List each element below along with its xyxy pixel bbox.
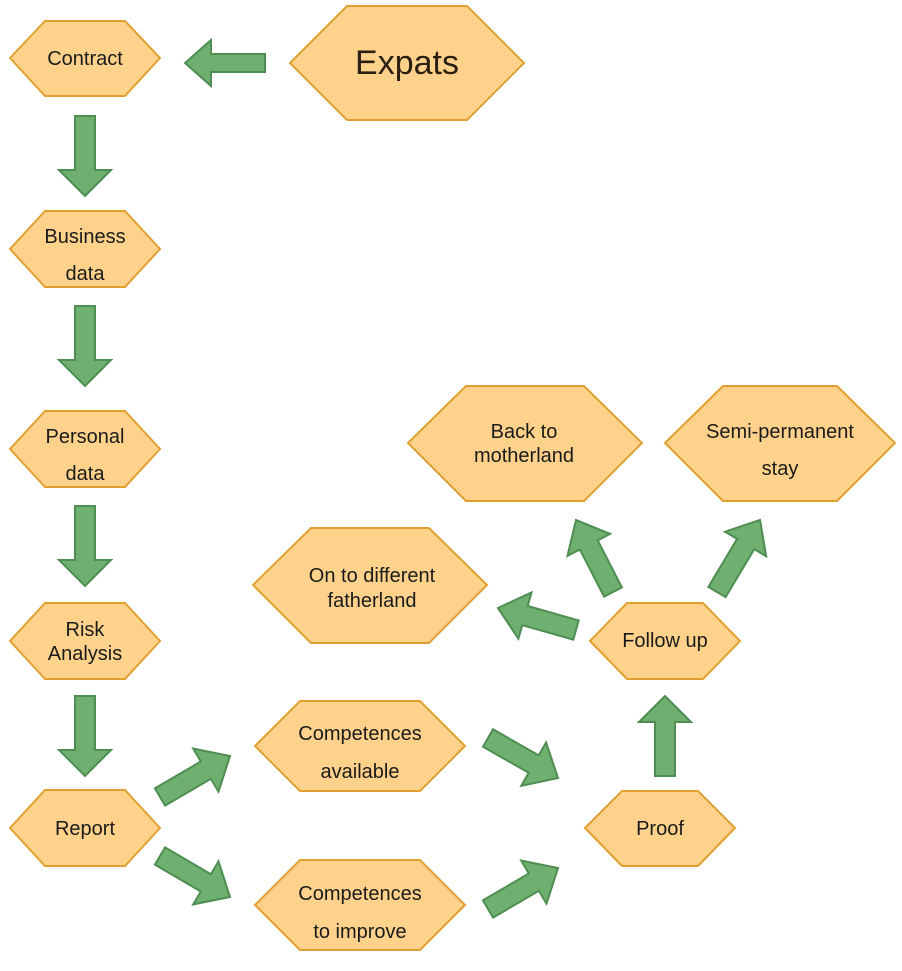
node-expats: Expats — [288, 5, 526, 121]
node-competences-to-improve: Competences to improve — [253, 859, 467, 951]
node-report-label: Report — [55, 818, 115, 840]
node-back-to-motherland: Back to motherland — [406, 385, 644, 502]
node-competences-to-improve-label-1: Competences — [298, 883, 421, 905]
node-semi-permanent-stay: Semi-permanent stay — [663, 385, 897, 502]
node-contract-label: Contract — [47, 48, 123, 70]
arrow-contract-to-business — [56, 115, 114, 198]
node-on-to-different-fatherland: On to different fatherland — [251, 527, 489, 644]
node-expats-label: Expats — [355, 44, 459, 82]
node-semi-permanent-label-2: stay — [762, 458, 799, 480]
node-business-data-label-1: Business — [44, 226, 125, 248]
arrow-comp-available-to-proof — [481, 727, 560, 788]
arrow-report-to-comp-improve — [153, 846, 232, 906]
arrow-business-to-personal — [56, 305, 114, 388]
arrow-follow-up-to-motherland — [566, 518, 624, 598]
arrow-proof-to-follow-up — [636, 694, 694, 777]
node-contract: Contract — [8, 20, 162, 97]
node-fatherland-label-2: fatherland — [328, 590, 417, 612]
node-proof-label: Proof — [636, 818, 684, 840]
arrow-follow-up-to-fatherland — [496, 590, 580, 642]
arrow-expats-to-contract — [183, 37, 266, 89]
flow-arrows — [56, 37, 768, 919]
node-motherland-label-1: Back to — [491, 421, 558, 443]
node-report: Report — [8, 789, 162, 867]
node-competences-available-label-1: Competences — [298, 723, 421, 745]
arrow-comp-improve-to-proof — [481, 859, 560, 919]
node-business-data: Business data — [8, 210, 162, 288]
node-business-data-label-2: data — [66, 263, 106, 285]
node-risk-analysis: Risk Analysis — [8, 602, 162, 680]
node-competences-available-label-2: available — [321, 761, 400, 783]
node-follow-up-label: Follow up — [622, 630, 708, 652]
node-motherland-label-2: motherland — [474, 445, 574, 467]
node-competences-to-improve-label-2: to improve — [313, 921, 406, 943]
node-semi-permanent-label-1: Semi-permanent — [706, 421, 854, 443]
arrow-risk-to-report — [56, 695, 114, 778]
arrow-personal-to-risk — [56, 505, 114, 588]
node-proof: Proof — [583, 790, 737, 867]
arrow-report-to-comp-available — [153, 747, 232, 807]
node-follow-up: Follow up — [588, 602, 742, 680]
node-personal-data-label-1: Personal — [46, 426, 125, 448]
node-risk-analysis-label-2: Analysis — [48, 643, 122, 665]
node-personal-data-label-2: data — [66, 463, 106, 485]
node-competences-available: Competences available — [253, 700, 467, 792]
node-risk-analysis-label-1: Risk — [66, 619, 106, 641]
node-personal-data: Personal data — [8, 410, 162, 488]
arrow-follow-up-to-semi-permanent — [707, 518, 768, 599]
node-fatherland-label-1: On to different — [309, 565, 436, 587]
